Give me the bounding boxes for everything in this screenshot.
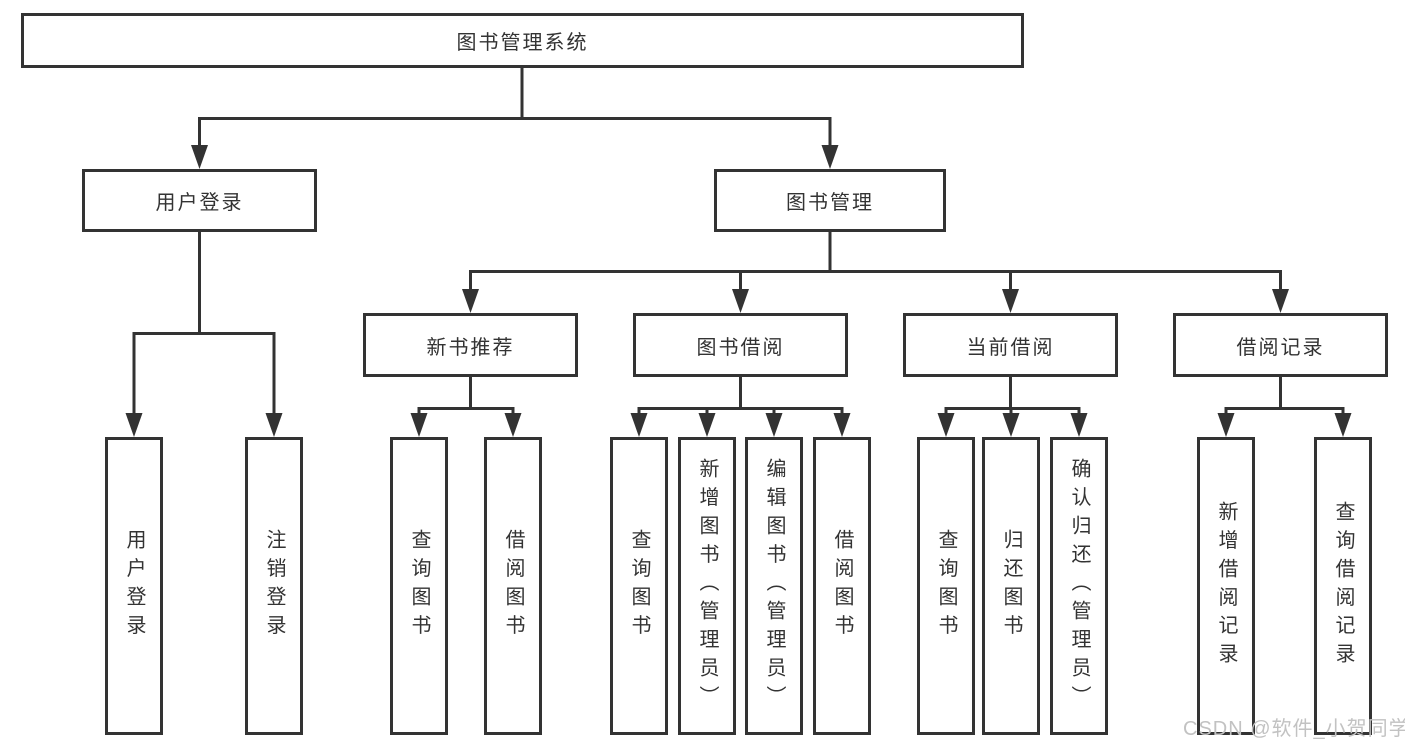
node-label: 确认归还（管理员） — [1068, 458, 1090, 714]
node-root: 图书管理系统 — [21, 13, 1024, 68]
node-label: 查询图书 — [628, 529, 650, 643]
node-label: 新增图书（管理员） — [696, 458, 718, 714]
node-leaf-user-login: 用户登录 — [105, 437, 163, 735]
node-label: 借阅图书 — [831, 529, 853, 643]
node-book-borrow: 图书借阅 — [633, 313, 848, 377]
watermark: CSDN @软件_小贺同学 — [1183, 718, 1405, 740]
node-leaf-add-borrow-record: 新增借阅记录 — [1197, 437, 1255, 735]
node-label: 借阅图书 — [502, 529, 524, 643]
node-user-login: 用户登录 — [82, 169, 317, 232]
node-leaf-query-borrow-record: 查询借阅记录 — [1314, 437, 1372, 735]
node-current-borrow: 当前借阅 — [903, 313, 1118, 377]
node-leaf-confirm-return-admin: 确认归还（管理员） — [1050, 437, 1108, 735]
node-leaf-query-books-3: 查询图书 — [917, 437, 975, 735]
node-label: 新增借阅记录 — [1215, 500, 1237, 672]
node-leaf-borrow-books-2: 借阅图书 — [813, 437, 871, 735]
node-leaf-logout: 注销登录 — [245, 437, 303, 735]
node-label: 查询借阅记录 — [1332, 500, 1354, 672]
node-leaf-query-books-2: 查询图书 — [610, 437, 668, 735]
node-leaf-add-books-admin: 新增图书（管理员） — [678, 437, 736, 735]
node-label: 查询图书 — [935, 529, 957, 643]
node-label: 查询图书 — [408, 529, 430, 643]
node-borrow-records: 借阅记录 — [1173, 313, 1388, 377]
node-leaf-return-books: 归还图书 — [982, 437, 1040, 735]
node-new-book-recommend: 新书推荐 — [363, 313, 578, 377]
node-label: 归还图书 — [1000, 529, 1022, 643]
node-label: 编辑图书（管理员） — [763, 458, 785, 714]
node-leaf-query-books-1: 查询图书 — [390, 437, 448, 735]
node-label: 注销登录 — [263, 529, 285, 643]
node-leaf-borrow-books-1: 借阅图书 — [484, 437, 542, 735]
node-label: 用户登录 — [123, 529, 145, 643]
node-book-management: 图书管理 — [714, 169, 946, 232]
node-leaf-edit-books-admin: 编辑图书（管理员） — [745, 437, 803, 735]
